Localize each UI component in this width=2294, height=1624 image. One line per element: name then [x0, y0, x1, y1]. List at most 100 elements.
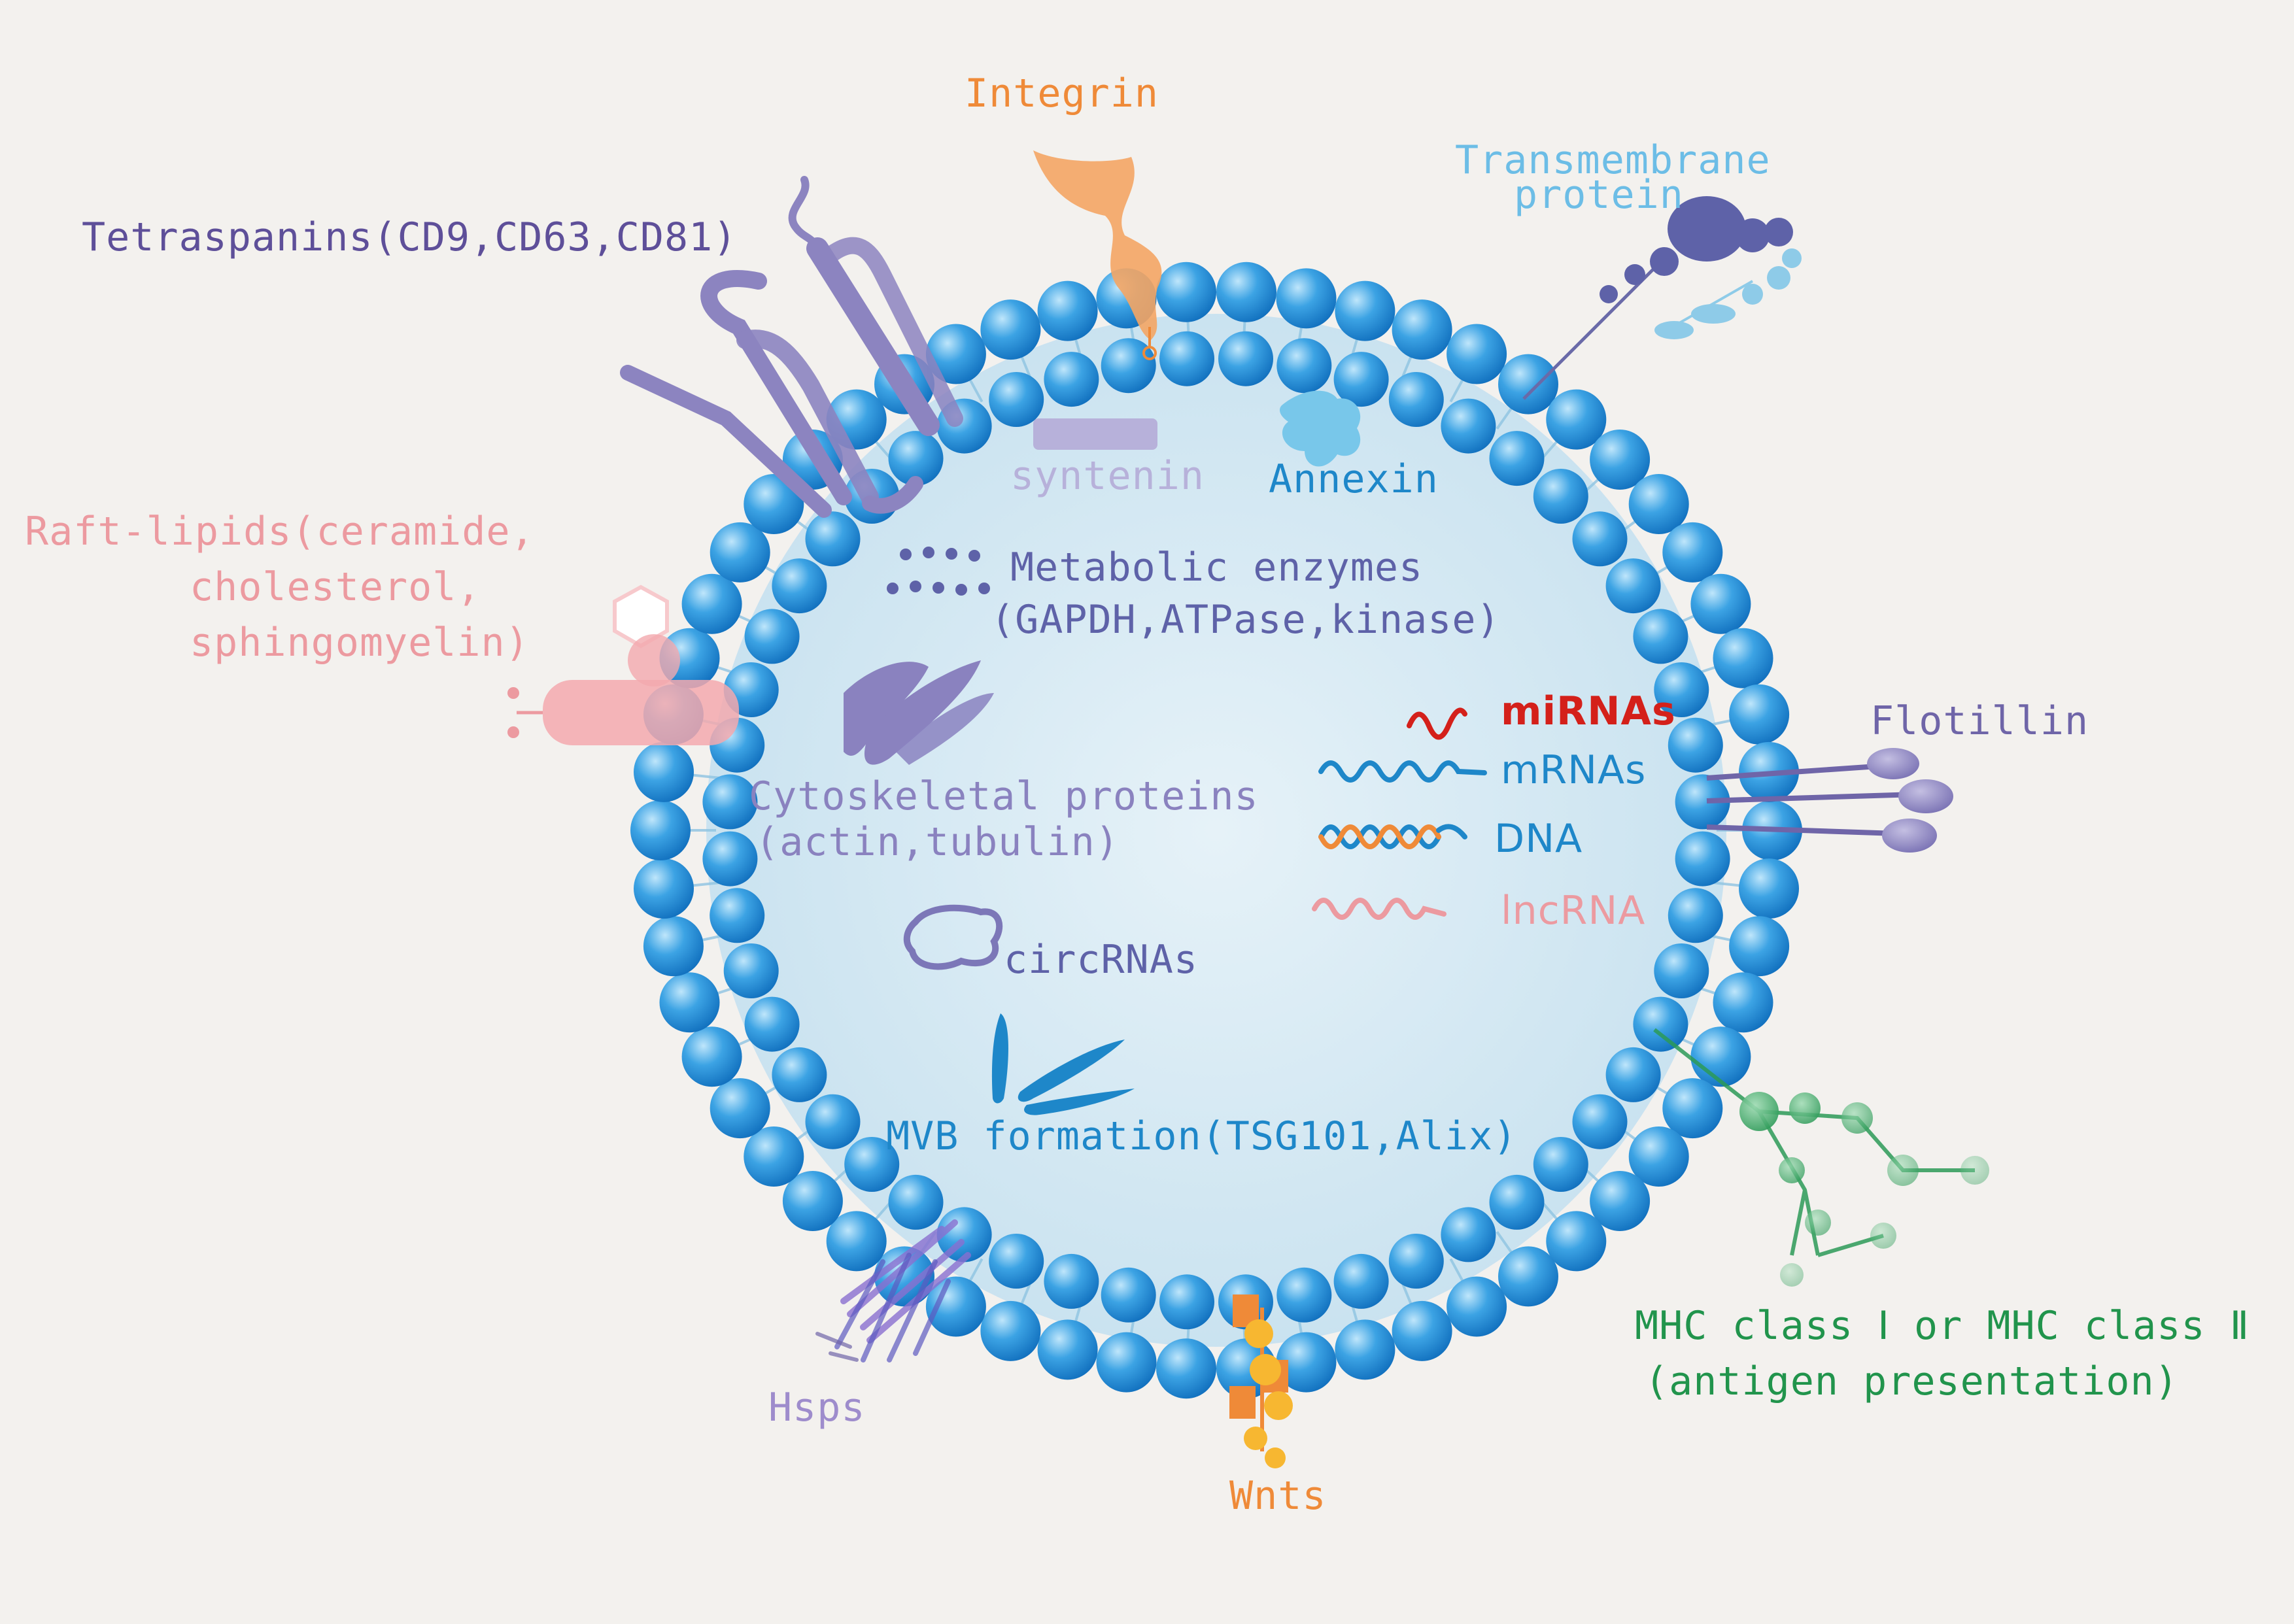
- lipid-head-inner: [1044, 352, 1099, 407]
- tetraspanins-label: Tetraspanins(CD9,CD63,CD81): [82, 214, 738, 260]
- raft-lipids-label-line3: sphingomyelin): [190, 620, 530, 666]
- lipid-head-outer: [1713, 972, 1773, 1033]
- lipid-head-inner: [1633, 609, 1688, 664]
- tetraspanin-icon: [620, 176, 963, 518]
- lipid-head-inner: [702, 774, 758, 830]
- lipid-head-inner: [744, 996, 800, 1052]
- lipid-head-inner: [805, 1094, 861, 1149]
- lipid-head-outer: [1713, 628, 1773, 688]
- mrnas-label: mRNAs: [1501, 747, 1647, 793]
- lipid-head-outer: [744, 1126, 804, 1187]
- circrna-icon: [903, 904, 1003, 970]
- lipid-head-outer: [1096, 1332, 1157, 1393]
- lipid-head-inner: [1276, 1267, 1332, 1323]
- lipid-head-outer: [681, 573, 742, 634]
- lipid-head-inner: [772, 558, 827, 614]
- lipid-head-outer: [782, 1171, 843, 1231]
- lipid-head-outer: [1498, 1246, 1558, 1307]
- syntenin-label: syntenin: [1010, 453, 1205, 499]
- lipid-head-inner: [1675, 831, 1730, 887]
- lipid-head-outer: [1662, 522, 1723, 583]
- lipid-head-outer: [681, 1026, 742, 1087]
- lipid-head-inner: [1101, 338, 1156, 394]
- lipid-head-outer: [643, 916, 704, 977]
- lipid-head-outer: [634, 741, 694, 802]
- lipid-head-inner: [1533, 1137, 1588, 1192]
- lipid-head-outer: [1447, 1276, 1507, 1337]
- lipid-head-inner: [844, 1137, 900, 1192]
- lipid-head-inner: [1489, 1174, 1545, 1230]
- lipid-head-outer: [1276, 1332, 1337, 1393]
- lipid-head-inner: [1605, 558, 1661, 614]
- lipid-head-outer: [1447, 324, 1507, 384]
- lipid-head-inner: [702, 831, 758, 887]
- lipid-head-outer: [1739, 858, 1799, 919]
- lipid-head-outer: [630, 800, 691, 860]
- hsps-label: Hsps: [768, 1385, 866, 1430]
- lipid-head-inner: [1533, 469, 1588, 524]
- integrin-icon: [1033, 150, 1162, 360]
- cytoskeletal-label-line2: (actin,tubulin): [755, 819, 1120, 865]
- lipid-head-outer: [1546, 389, 1607, 450]
- mrna-icon: [1318, 760, 1487, 783]
- lipid-head-inner: [1489, 431, 1545, 486]
- mhc-label-line2: (antigen presentation): [1645, 1359, 2179, 1404]
- lipid-head-inner: [805, 511, 861, 567]
- lipid-head-inner: [888, 1174, 944, 1230]
- mirna-icon: [1407, 707, 1467, 740]
- lipid-head-inner: [772, 1047, 827, 1102]
- cytoskeletal-protein-icon: [844, 660, 994, 765]
- mvb-formation-label: MVB formation(TSG101,Alix): [886, 1113, 1518, 1159]
- lipid-head-outer: [1156, 1338, 1216, 1399]
- metabolic-enzymes-icon: [887, 547, 990, 596]
- lipid-head-inner: [1388, 372, 1444, 427]
- lipid-head-inner: [888, 431, 944, 486]
- flotillin-label: Flotillin: [1870, 698, 2089, 744]
- lipid-head-inner: [1441, 398, 1496, 454]
- lipid-head-outer: [1628, 1126, 1689, 1187]
- lipid-head-inner: [1044, 1253, 1099, 1309]
- lipid-head-inner: [989, 1234, 1044, 1289]
- lipid-head-outer: [1628, 474, 1689, 534]
- metabolic-enzymes-label-line2: (GAPDH,ATPase,kinase): [991, 597, 1501, 643]
- lipid-head-outer: [1498, 354, 1558, 414]
- vesicle-lumen: [706, 314, 1726, 1347]
- lipid-head-inner: [1668, 888, 1723, 943]
- lipid-head-inner: [710, 888, 765, 943]
- lipid-head-inner: [1654, 943, 1709, 998]
- lipid-head-outer: [1037, 1319, 1098, 1380]
- transmembrane-label-line2: protein: [1514, 172, 1684, 218]
- lipid-head-inner: [1388, 1234, 1444, 1289]
- lipid-head-outer: [925, 324, 986, 384]
- mhc-label-line1: MHC class Ⅰ or MHC class Ⅱ: [1635, 1303, 2250, 1349]
- dna-label: DNA: [1494, 816, 1583, 862]
- lipid-head-outer: [659, 972, 720, 1033]
- lipid-head-inner: [1572, 1094, 1628, 1149]
- mvb-formation-icon: [991, 1013, 1135, 1115]
- lipid-head-outer: [1392, 299, 1452, 360]
- circrnas-label: circRNAs: [1004, 937, 1198, 983]
- lipid-head-inner: [1572, 511, 1628, 567]
- mirnas-label: miRNAs: [1501, 688, 1676, 734]
- lipid-head-inner: [1441, 1207, 1496, 1262]
- lipid-head-inner: [723, 943, 779, 998]
- syntenin-icon: [1033, 418, 1157, 450]
- lipid-head-outer: [1276, 268, 1337, 329]
- lipid-head-outer: [634, 858, 694, 919]
- lipid-head-outer: [744, 474, 804, 534]
- lipid-head-outer: [710, 1078, 770, 1139]
- lipid-head-inner: [1333, 352, 1389, 407]
- raft-lipids-label-line1: Raft-lipids(ceramide,: [25, 509, 535, 554]
- lipid-head-outer: [1729, 684, 1790, 745]
- lipid-head-outer: [1590, 430, 1651, 490]
- lipid-head-inner: [1668, 717, 1723, 773]
- lipid-head-outer: [1335, 280, 1395, 341]
- raft-lipid-icon: [507, 584, 739, 745]
- lipid-head-outer: [1037, 280, 1098, 341]
- lipid-head-outer: [1392, 1300, 1452, 1361]
- lipid-head-inner: [1675, 774, 1730, 830]
- lncrna-label: lncRNA: [1501, 888, 1646, 934]
- dna-icon: [1318, 824, 1467, 849]
